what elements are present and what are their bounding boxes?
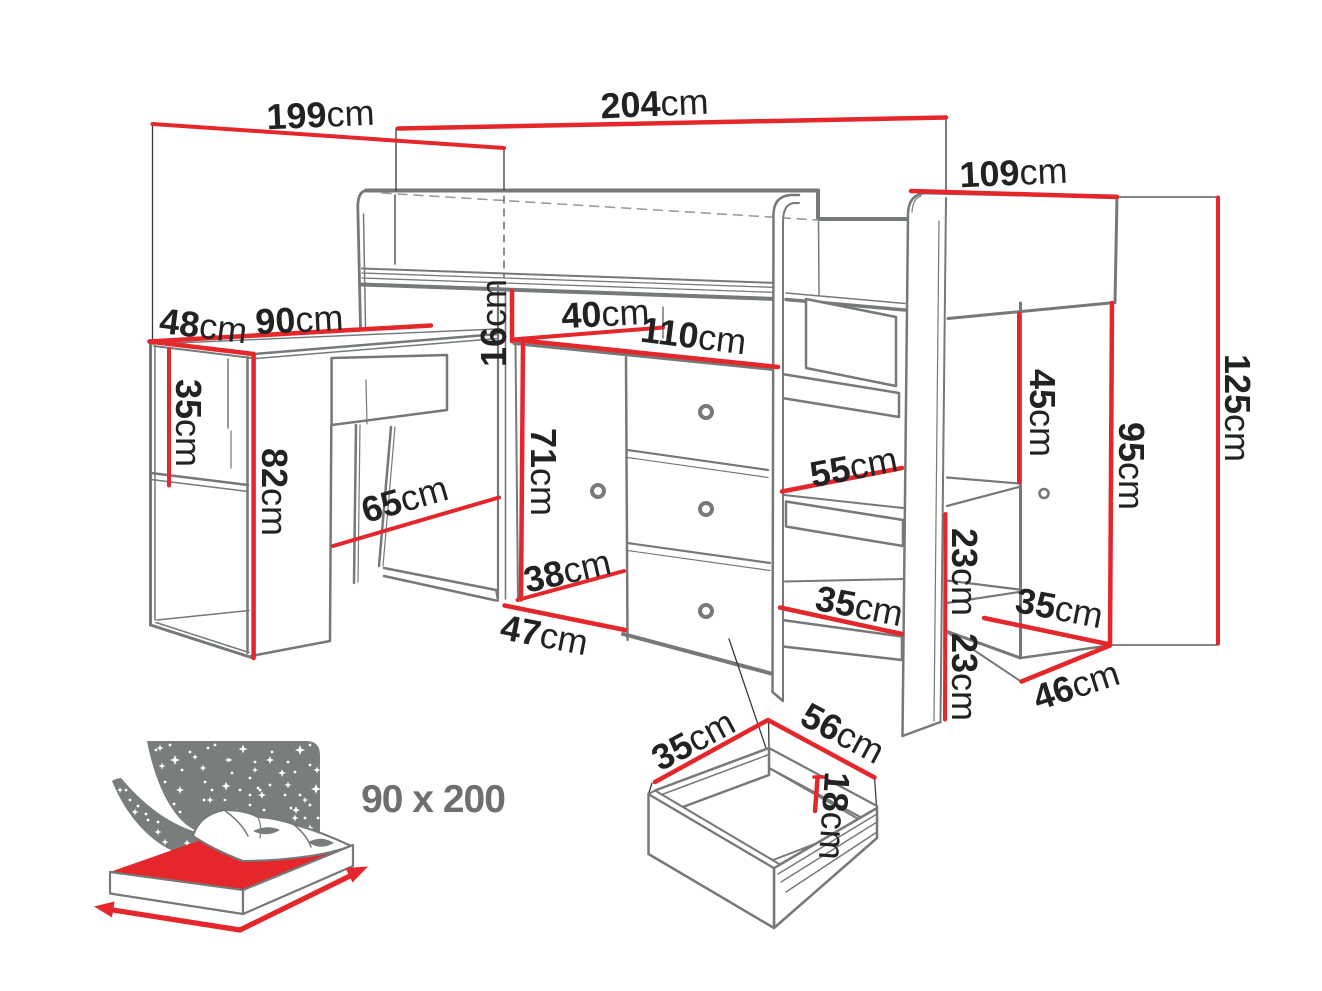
svg-text:40cm: 40cm: [560, 291, 650, 337]
svg-text:82cm: 82cm: [254, 448, 295, 536]
svg-text:95cm: 95cm: [1111, 422, 1152, 510]
svg-text:110cm: 110cm: [638, 309, 748, 363]
svg-text:55cm: 55cm: [806, 438, 900, 495]
svg-text:18cm: 18cm: [811, 771, 858, 862]
svg-text:35cm: 35cm: [168, 379, 209, 467]
svg-text:23cm: 23cm: [944, 528, 985, 616]
svg-text:45cm: 45cm: [1022, 369, 1063, 457]
svg-text:125cm: 125cm: [1217, 354, 1258, 462]
svg-text:35cm: 35cm: [812, 577, 906, 634]
svg-text:71cm: 71cm: [523, 428, 564, 516]
svg-text:199cm: 199cm: [266, 92, 376, 138]
svg-text:109cm: 109cm: [959, 150, 1069, 196]
svg-text:90 x 200: 90 x 200: [361, 778, 505, 821]
svg-text:48cm: 48cm: [157, 300, 249, 351]
svg-text:23cm: 23cm: [944, 633, 985, 721]
svg-text:16cm: 16cm: [473, 279, 514, 367]
svg-text:90cm: 90cm: [254, 297, 344, 343]
svg-text:204cm: 204cm: [600, 81, 710, 127]
svg-text:47cm: 47cm: [497, 606, 591, 663]
svg-text:35cm: 35cm: [1012, 579, 1106, 636]
